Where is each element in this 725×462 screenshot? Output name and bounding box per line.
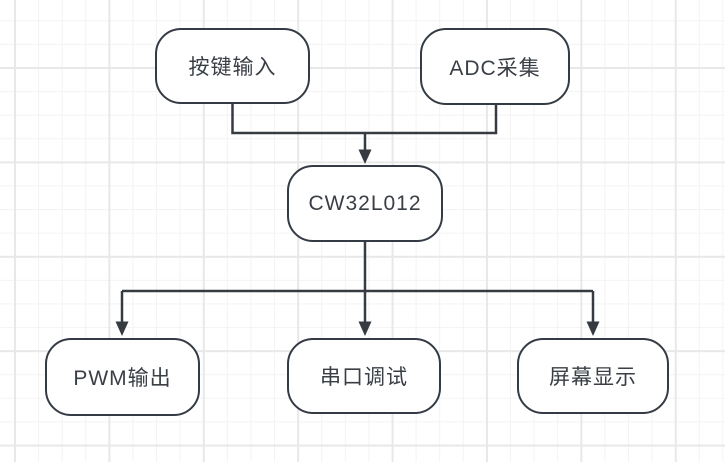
node-adc[interactable]: ADC采集 xyxy=(420,28,570,105)
node-key-input-label: 按键输入 xyxy=(188,56,277,79)
node-screen-label: 屏幕显示 xyxy=(549,366,637,389)
node-uart[interactable]: 串口调试 xyxy=(287,338,441,414)
connector-inputs-merge xyxy=(231,103,498,135)
node-screen[interactable]: 屏幕显示 xyxy=(517,338,669,414)
arrowhead-to-pwm-icon xyxy=(115,321,129,336)
node-mcu-label: CW32L012 xyxy=(308,191,422,215)
node-pwm-label: PWM输出 xyxy=(73,367,172,390)
arrowhead-to-screen-icon xyxy=(586,321,600,336)
node-uart-label: 串口调试 xyxy=(320,366,408,389)
node-mcu[interactable]: CW32L012 xyxy=(287,165,443,242)
node-key-input[interactable]: 按键输入 xyxy=(155,28,310,104)
node-pwm[interactable]: PWM输出 xyxy=(45,338,200,416)
arrowhead-to-mcu-icon xyxy=(358,149,372,164)
arrowhead-to-uart-icon xyxy=(358,321,372,336)
node-adc-label: ADC采集 xyxy=(449,56,541,80)
